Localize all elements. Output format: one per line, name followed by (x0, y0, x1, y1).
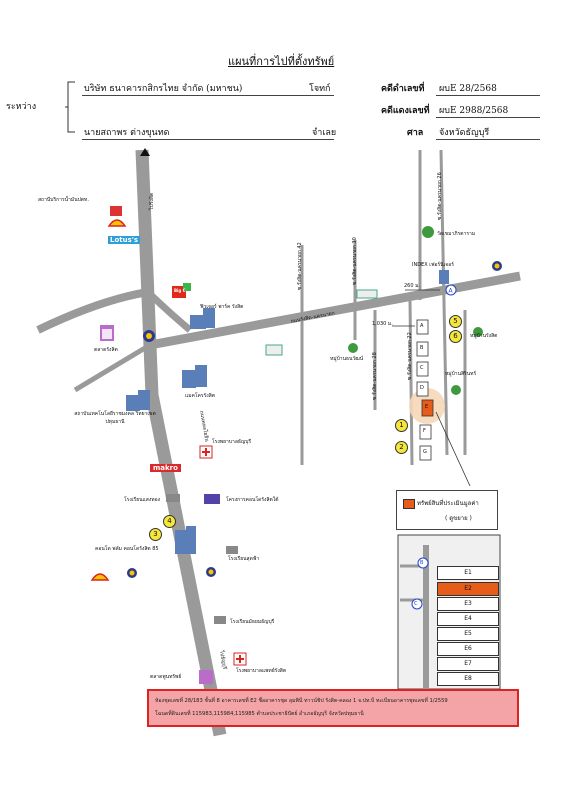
marker-5: 5 (449, 315, 462, 328)
label-condo: โครงการคอนโดรังสิตใต้ (226, 497, 279, 503)
unit-e7: E7 (437, 657, 499, 671)
legend-sub: ( ดูขยาย ) (445, 515, 472, 522)
between-label: ระหว่าง (6, 102, 37, 112)
label-village2: หมู่บ้านธนวัฒน์ (330, 356, 364, 362)
label-hospital2: โรงพยาบาลแพทย์รังสิต (236, 668, 287, 674)
unit-e3: E3 (437, 597, 499, 611)
marker-2: 2 (395, 441, 408, 454)
label-mall: แมคโครรังสิต (185, 393, 216, 399)
label-soi-right: ซ.รังสิต-นครนายก 28 (372, 352, 378, 400)
block-e: E (425, 404, 429, 410)
shop-icons (166, 494, 238, 624)
label-future-park: ฟิวเจอร์ พาร์ค รังสิต (200, 304, 244, 310)
lotus-logo: Lotus's (108, 236, 141, 244)
note-line-1: ห้องชุดเลขที่ 28/183 ชั้นที่ 8 อาคารเลขท… (155, 698, 448, 704)
page-title: แผนที่การไปที่ตั้งทรัพย์ (228, 55, 335, 68)
market2-icon (199, 670, 213, 684)
plaintiff-role: โจทก์ (309, 84, 331, 94)
inset-marker-c: C (414, 601, 418, 607)
block-b: B (420, 345, 424, 351)
inset-marker-b: B (420, 560, 424, 566)
label-main-north: ไปรังสิต (149, 192, 155, 210)
ramp-road (149, 293, 193, 333)
building-icons (126, 270, 449, 554)
unit-e2: E2 (437, 582, 499, 596)
hospital-icons (199, 445, 247, 666)
svg-text:A: A (449, 288, 454, 295)
unit-e1: E1 (437, 566, 499, 580)
bigc-logo-green (183, 283, 191, 291)
bracket (65, 81, 75, 133)
property-note: ห้องชุดเลขที่ 28/183 ชั้นที่ 8 อาคารเลขท… (147, 689, 519, 727)
label-soi-top: ซ.รังสิต-นครนายก 26 (437, 172, 443, 220)
block-a: A (420, 323, 424, 329)
label-school2: โรงเรียนสุดฟ้า (228, 556, 260, 562)
label-temple: วัดเขมาภิรตาราม (437, 231, 476, 237)
red-case-value: ผบE 2988/2568 (439, 106, 509, 116)
unit-e8: E8 (437, 672, 499, 686)
defendant-name: นายสถาพร ต่างขุนทด (84, 128, 170, 138)
block-f: F (423, 428, 426, 434)
label-soi-far: ซ.รังสิต-นครนายก 22 (407, 332, 413, 380)
label-market: ตลาดรังสิต (94, 347, 118, 353)
legend-box: ทรัพย์สินที่ประเมินมูลค่า ( ดูขยาย ) (396, 490, 498, 530)
court-value: จังหวัดธัญบุรี (439, 128, 490, 138)
unit-e6: E6 (437, 642, 499, 656)
cross-road (149, 271, 521, 350)
legend-label: ทรัพย์สินที่ประเมินมูลค่า (417, 500, 479, 507)
label-soi-mid: ซ.รังสิต-นครนายก 30 (352, 237, 358, 285)
black-case-label: คดีดำเลขที่ (381, 84, 425, 94)
north-arrow (140, 148, 150, 156)
makro-logo: makro (150, 464, 181, 472)
label-dist-a: 260 ม. (404, 283, 421, 289)
unit-e5: E5 (437, 627, 499, 641)
gas-icons (127, 261, 502, 578)
ptt-sign (110, 206, 122, 216)
bigc-logo-red (172, 286, 186, 298)
black-case-value: ผบE 28/2568 (439, 84, 497, 94)
label-dist-b: 1,030 ม. (372, 321, 393, 327)
label-index: INDEX เฟอร์นิเจอร์ (412, 262, 454, 268)
label-village1: หมู่บ้านรังสิต (470, 333, 498, 339)
marker-6: 6 (449, 330, 462, 343)
marker-3: 3 (149, 528, 162, 541)
tree-icons (348, 226, 483, 395)
shell-icons (90, 219, 127, 581)
label-gas-station: สถานีบริการน้ำมันปตท. (38, 197, 89, 203)
label-school1: โรงเรียนแสงทอง (124, 497, 161, 503)
marker-4: 4 (163, 515, 176, 528)
soi-road-5 (439, 149, 449, 456)
small-building-icon-2 (356, 289, 378, 299)
left-road (36, 288, 149, 334)
court-label: ศาล (407, 128, 424, 138)
label-market2: ตลาดพูนทรัพย์ (150, 674, 182, 680)
bigc-label: Big C (174, 288, 186, 293)
cross-road-west (73, 342, 152, 393)
label-hospital1: โรงพยาบาลธัญบุรี (212, 439, 252, 445)
property-blocks (416, 319, 434, 461)
label-village3: หมู่บ้านสิรินทร์ (445, 371, 477, 377)
small-building-icon (265, 344, 283, 356)
unit-e4: E4 (437, 612, 499, 626)
red-case-label: คดีแดงเลขที่ (381, 106, 430, 116)
market-icon (100, 325, 114, 341)
legend-pointer (435, 411, 471, 487)
label-university: สถาบันเทคโนโลยีราชมงคล วิทยาเขตปทุมธานี (74, 411, 156, 425)
legend-swatch (403, 499, 415, 509)
defendant-role: จำเลย (312, 128, 337, 138)
marker-1: 1 (395, 419, 408, 432)
soi-road-4 (408, 299, 414, 466)
main-road (135, 149, 227, 737)
block-d: D (420, 385, 424, 391)
label-school3: โรงเรียนมัธยมธัญบุรี (230, 619, 275, 625)
circle-a (445, 284, 457, 296)
plaintiff-name: บริษัท ธนาคารกสิกรไทย จำกัด (มหาชน) (84, 84, 243, 94)
label-soi-left: ซ.รังสิต-นครนายก 42 (297, 242, 303, 290)
block-g: G (423, 449, 427, 455)
block-c: C (420, 365, 424, 371)
note-line-2: โฉนดที่ดินเลขที่ 115983,115984,115985 ตำ… (155, 711, 364, 717)
label-condo-detail: คอนโด พลัม คอนโดรังสิต 85 (95, 546, 159, 552)
condo-icon (204, 494, 220, 504)
